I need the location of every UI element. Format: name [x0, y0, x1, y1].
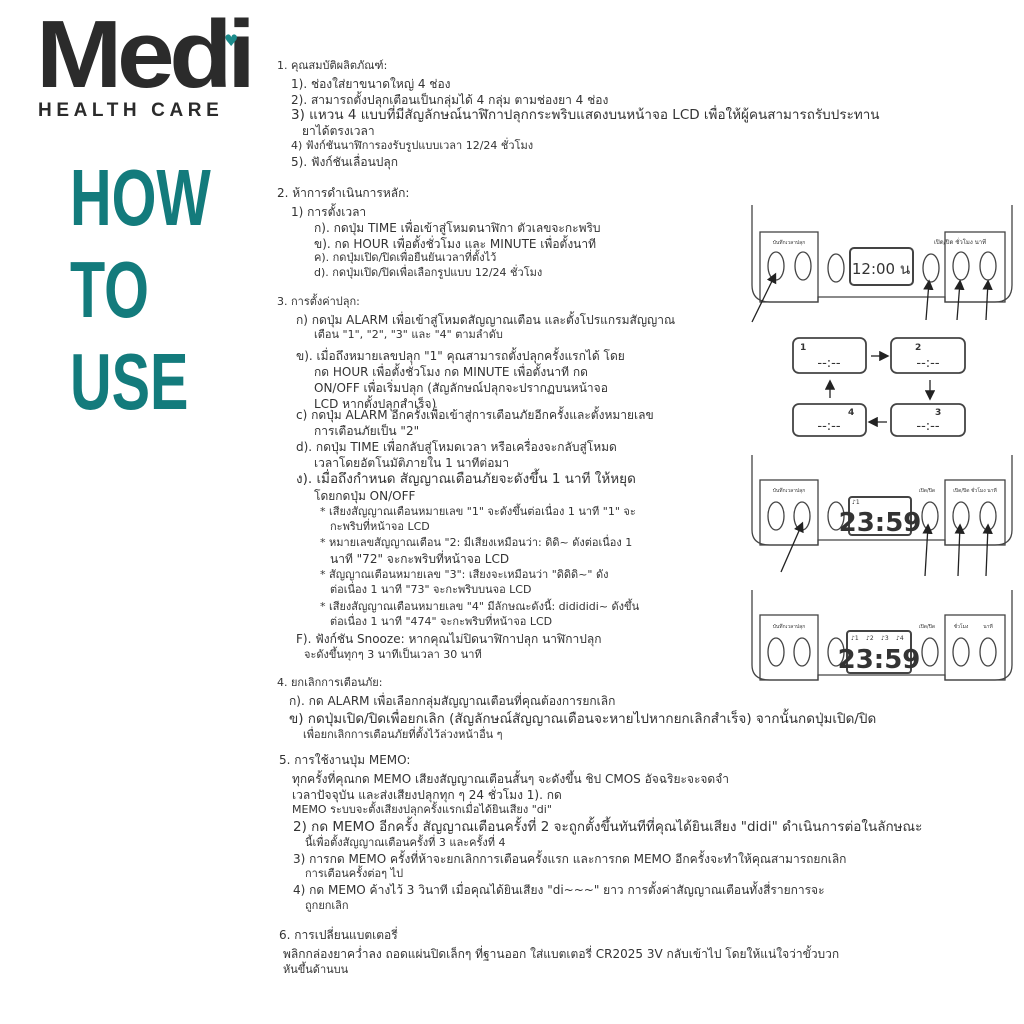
alarm-number: 4 [848, 408, 854, 418]
list-item: F). ฟังก์ชัน Snooze: หากคุณไม่ปิดนาฬิกาป… [296, 632, 602, 646]
list-item: 4) ฟังก์ชันนาฬิการองรับรูปแบบเวลา 12/24 … [291, 139, 534, 152]
onoff-label: เปิด/ปิด [919, 487, 935, 494]
list-item: โดยกดปุ่ม ON/OFF [314, 489, 416, 503]
list-item: 2). สามารถตั้งปลุกเตือนเป็นกลุ่มได้ 4 กล… [291, 93, 609, 107]
bullet-item: * เสียงสัญญาณเตือนหมายเลข "1" จะดังขึ้นต… [320, 505, 636, 518]
logo-tagline: HEALTH CARE [38, 100, 224, 121]
list-item: ถูกยกเลิก [305, 899, 349, 912]
onoff-label: เปิด/ปิด [919, 623, 935, 630]
memo-label: บันทึกเวลาปลุก [773, 623, 806, 630]
alarm-number: 1 [800, 343, 806, 353]
list-item: นี้เพื่อตั้งสัญญาณเตือนครั้งที่ 3 และครั… [305, 836, 506, 849]
device-diagram-alarm-1 [751, 455, 1013, 577]
alarm-icon: ♪2 [866, 635, 874, 642]
bullet-item: นาที "72" จะกะพริบที่หน้าจอ LCD [330, 552, 510, 566]
alarm-number: 3 [935, 408, 941, 418]
bullet-item: ต่อเนื่อง 1 นาที "474" จะกะพริบที่หน้าจอ… [330, 615, 553, 628]
list-item: จะดังขึ้นทุกๆ 3 นาทีเป็นเวลา 30 นาที [304, 648, 482, 661]
bullet-item: * เสียงสัญญาณเตือนหมายเลข "4" มีลักษณะดั… [320, 600, 640, 613]
list-item: 1). ช่องใส่ยาขนาดใหญ่ 4 ช่อง [291, 77, 451, 91]
list-item: 3) แหวน 4 แบบที่มีสัญลักษณ์นาฬิกาปลุกกระ… [291, 107, 880, 123]
section-4-heading: 4. ยกเลิกการเตือนภัย: [277, 676, 383, 689]
lcd-time: 23:59 [839, 508, 922, 538]
minute-label: นาที [983, 623, 993, 630]
subheading: 1) การตั้งเวลา [291, 205, 367, 219]
section-1-heading: 1. คุณสมบัติผลิตภัณฑ์: [277, 59, 388, 72]
list-item: การเตือนครั้งต่อๆ ไป [305, 867, 404, 880]
onoff-hour-min-label: เปิด/ปิด ชั่วโมง นาที [953, 487, 997, 494]
list-item: เพื่อยกเลิกการเตือนภัยที่ตั้งไว้ล่วงหน้า… [303, 728, 503, 741]
blank-time: --:-- [817, 419, 840, 434]
list-item: ก). กดปุ่ม TIME เพื่อเข้าสู่โหมดนาฬิกา ต… [314, 221, 601, 235]
list-item: d). กดปุ่ม TIME เพื่อกลับสู่โหมดเวลา หรื… [296, 440, 617, 454]
list-item: ข) กดปุ่มเปิด/ปิดเพื่อยกเลิก (สัญลักษณ์ส… [289, 711, 877, 727]
section-5-heading: 5. การใช้งานปุ่ม MEMO: [279, 753, 411, 767]
alarm-number: 2 [915, 343, 921, 353]
list-item: ง). เมื่อถึงกำหนด สัญญาณเตือนภัยจะดังขึ้… [296, 471, 636, 487]
bullet-item: ต่อเนื่อง 1 นาที "73" จะกะพริบบนจอ LCD [330, 583, 532, 596]
bullet-item: กะพริบที่หน้าจอ LCD [330, 520, 430, 533]
list-item: เวลาโดยอัตโนมัติภายใน 1 นาทีต่อมา [314, 456, 510, 470]
list-item: การเตือนภัยเป็น "2" [314, 424, 420, 438]
list-item: หันขึ้นด้านบน [283, 963, 349, 976]
device-diagram-set-time [751, 205, 1013, 323]
alarm-icon: ♪1 [851, 635, 859, 642]
device-diagram-all-alarms [751, 590, 1013, 681]
hour-label: ชั่วโมง [954, 623, 969, 630]
list-item: ทุกครั้งที่คุณกด MEMO เสียงสัญญาณเตือนสั… [292, 772, 729, 786]
memo-label: บันทึกเวลาปลุก [773, 487, 806, 494]
list-item: ON/OFF เพื่อเริ่มปลุก (สัญลักษณ์ปลุกจะปร… [314, 381, 608, 395]
list-item: 4) กด MEMO ค้างไว้ 3 วินาที เมื่อคุณได้ย… [293, 883, 825, 897]
list-item: พลิกกล่องยาคว่ำลง ถอดแผ่นปิดเล็กๆ ที่ฐาน… [283, 947, 840, 961]
bullet-item: * หมายเลขสัญญาณเตือน "2: มีเสียงเหมือนว่… [320, 536, 633, 549]
list-item: ก) กดปุ่ม ALARM เพื่อเข้าสู่โหมดสัญญาณเต… [296, 313, 676, 327]
blank-time: --:-- [916, 419, 939, 434]
section-2-heading: 2. ห้าการดำเนินการหลัก: [277, 186, 410, 200]
clock-display: 12:00 น [852, 260, 910, 278]
list-item: d). กดปุ่มเปิด/ปิดเพื่อเลือกรูปแบบ 12/24… [314, 266, 543, 279]
list-item: c) กดปุ่ม ALARM อีกครั้งเพื่อเข้าสู่การเ… [296, 408, 654, 422]
list-item: ก). กด ALARM เพื่อเลือกกลุ่มสัญญาณเตือนท… [289, 694, 616, 708]
memo-label: บันทึกเวลาปลุก [773, 239, 806, 246]
list-item: 5). ฟังก์ชันเลื่อนปลุก [291, 155, 399, 169]
medi-health-care-logo: Medi ♥ HEALTH CARE [36, 1, 256, 124]
list-item: เตือน "1", "2", "3" และ "4" ตามลำดับ [314, 328, 503, 341]
list-item: กด HOUR เพื่อตั้งชั่วโมง กด MINUTE เพื่อ… [314, 365, 588, 379]
list-item: ค). กดปุ่มเปิด/ปิดเพื่อยืนยันเวลาที่ตั้ง… [314, 251, 497, 264]
list-item: เวลาปัจจุบัน และส่งเสียงปลุกทุก ๆ 24 ชั่… [292, 788, 562, 802]
alarm-icon: ♪1 [852, 499, 860, 506]
lcd-time: 23:59 [838, 645, 921, 675]
list-item: MEMO ระบบจะตั้งเสียงปลุกครั้งแรกเมื่อได้… [292, 803, 552, 816]
section-3-heading: 3. การตั้งค่าปลุก: [277, 295, 360, 308]
logo-wordmark: Medi [36, 1, 256, 108]
list-item: LCD หากตั้งปลุกสำเร็จ) [314, 397, 437, 411]
list-item: 2) กด MEMO อีกครั้ง สัญญาณเตือนครั้งที่ … [293, 819, 923, 835]
section-6-heading: 6. การเปลี่ยนแบตเตอรี่ [279, 928, 398, 942]
blank-time: --:-- [817, 356, 840, 371]
title-how: HOW [70, 153, 211, 242]
list-item: ข). เมื่อถึงหมายเลขปลุก "1" คุณสามารถตั้… [296, 349, 625, 363]
blank-time: --:-- [916, 356, 939, 371]
onoff-hour-min-label: เปิด/ปิด ชั่วโมง นาที [934, 238, 986, 246]
bullet-item: * สัญญาณเตือนหมายเลข "3": เสียงจะเหมือนว… [320, 568, 609, 581]
alarm-sequence-diagram [792, 337, 966, 437]
title-use: USE [70, 337, 189, 426]
alarm-icon: ♪4 [896, 635, 904, 642]
list-item: ข). กด HOUR เพื่อตั้งชั่วโมง และ MINUTE … [314, 237, 597, 251]
alarm-icon: ♪3 [881, 635, 889, 642]
list-item: ยาได้ตรงเวลา [302, 124, 375, 138]
heart-icon: ♥ [224, 31, 239, 50]
list-item: 3) การกด MEMO ครั้งที่ห้าจะยกเลิกการเตือ… [293, 852, 847, 866]
title-to: TO [70, 245, 149, 334]
